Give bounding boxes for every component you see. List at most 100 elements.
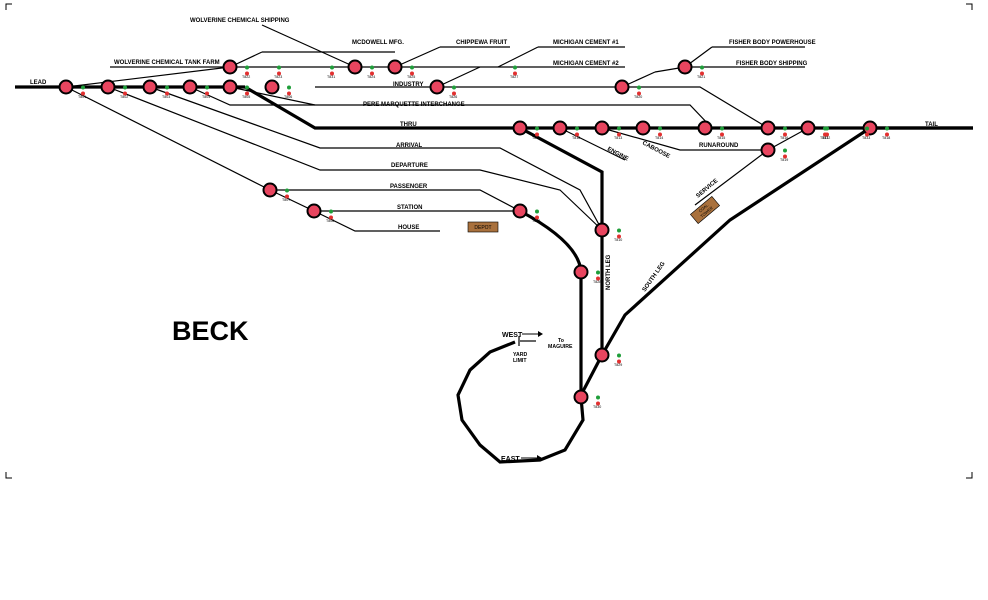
led-red-icon — [277, 71, 281, 76]
turnout-button[interactable] — [222, 79, 238, 95]
turnout-t805[interactable]: T805 — [222, 79, 251, 100]
turnout-button[interactable] — [594, 120, 610, 136]
led-green-icon — [245, 85, 249, 90]
turnout-button[interactable] — [800, 120, 816, 136]
led-green-icon — [865, 126, 869, 131]
turnout-t833[interactable]: T833 — [862, 126, 870, 141]
turnout-t821[interactable]: T821 — [677, 59, 706, 80]
led-green-icon — [658, 126, 662, 131]
turnout-button[interactable] — [512, 120, 528, 136]
label-limit: LIMIT — [513, 358, 527, 364]
label-yard: YARD — [513, 352, 527, 358]
turnout-id: T826 — [449, 95, 457, 99]
turnout-button[interactable] — [100, 79, 116, 95]
turnout-button[interactable] — [182, 79, 198, 95]
turnout-t817[interactable]: T817 — [800, 120, 829, 141]
label-fisher-body-powerhouse: FISHER BODY POWERHOUSE — [729, 40, 816, 46]
label-departure: DEPARTURE — [391, 163, 428, 169]
turnout-t820[interactable]: T820 — [614, 79, 643, 100]
led-red-icon — [205, 91, 209, 96]
turnout-id: T832 — [822, 136, 830, 140]
turnout-button[interactable] — [58, 79, 74, 95]
turnout-t832[interactable]: T832 — [822, 126, 830, 141]
thru-track — [244, 85, 973, 130]
turnout-button[interactable] — [862, 120, 878, 136]
turnout-button[interactable] — [677, 59, 693, 75]
crop-mark-top-left — [5, 3, 12, 10]
turnout-id: T801 — [78, 95, 86, 99]
led-green-icon — [575, 126, 579, 131]
turnout-button[interactable] — [429, 79, 445, 95]
turnout-button[interactable] — [635, 120, 651, 136]
crop-mark-bottom-left — [5, 472, 12, 479]
turnout-button[interactable] — [347, 59, 363, 75]
led-red-icon — [287, 91, 291, 96]
turnout-t811[interactable]: T811 — [512, 120, 540, 141]
turnout-id: T819 — [780, 158, 788, 162]
turnout-button[interactable] — [306, 203, 322, 219]
turnout-id: T833 — [862, 136, 870, 140]
led-red-icon — [825, 132, 829, 137]
led-red-icon — [700, 71, 704, 76]
wolverine-chemical-shipping-track — [261, 24, 356, 68]
turnout-id: T823 — [274, 75, 282, 79]
turnout-t801[interactable]: T801 — [58, 79, 87, 100]
turnout-button[interactable] — [760, 142, 776, 158]
turnout-button[interactable] — [222, 59, 238, 75]
turnout-t825[interactable]: T825 — [387, 59, 416, 80]
led-red-icon — [783, 132, 787, 137]
turnout-button[interactable] — [387, 59, 403, 75]
turnout-t831[interactable]: T831 — [327, 65, 335, 80]
turnout-t818[interactable]: T818 — [862, 120, 891, 141]
turnout-button[interactable] — [573, 389, 589, 405]
turnout-id: T828 — [593, 280, 601, 284]
turnout-id: T822 — [242, 75, 250, 79]
turnout-t827[interactable]: T827 — [510, 65, 518, 80]
turnout-button[interactable] — [760, 120, 776, 136]
turnout-t803[interactable]: T803 — [142, 79, 171, 100]
turnout-t830[interactable]: T830 — [573, 389, 602, 410]
led-red-icon — [783, 154, 787, 159]
turnout-button[interactable] — [594, 347, 610, 363]
turnout-t823[interactable]: T823 — [274, 65, 282, 80]
turnout-button[interactable] — [614, 79, 630, 95]
led-red-icon — [617, 132, 621, 137]
turnout-button[interactable] — [264, 79, 280, 95]
turnout-t812[interactable]: T812 — [552, 120, 581, 141]
turnout-t829[interactable]: T829 — [594, 347, 623, 368]
coal-tower-building — [689, 195, 721, 225]
turnout-t808[interactable]: T808 — [306, 203, 335, 224]
turnout-t813[interactable]: T813 — [594, 120, 623, 141]
turnout-button[interactable] — [573, 264, 589, 280]
led-green-icon — [535, 126, 539, 131]
turnout-t814[interactable]: T814 — [635, 120, 664, 141]
turnout-t809[interactable]: T809 — [512, 203, 541, 224]
turnout-t822[interactable]: T822 — [222, 59, 251, 80]
turnout-button[interactable] — [552, 120, 568, 136]
south-leg-track — [578, 126, 871, 398]
turnout-button[interactable] — [512, 203, 528, 219]
north-leg-track — [519, 126, 604, 355]
turnout-button[interactable] — [697, 120, 713, 136]
turnout-t810[interactable]: T810 — [594, 222, 623, 243]
turnout-t807[interactable]: T807 — [262, 182, 291, 203]
label-west: WEST — [502, 332, 523, 339]
turnout-id: T827 — [510, 75, 518, 79]
turnout-t802[interactable]: T802 — [100, 79, 129, 100]
turnout-t826[interactable]: T826 — [429, 79, 458, 100]
turnout-t828[interactable]: T828 — [573, 264, 602, 285]
turnout-button[interactable] — [594, 222, 610, 238]
turnout-t819[interactable]: T819 — [760, 142, 789, 163]
turnout-t804[interactable]: T804 — [182, 79, 211, 100]
led-green-icon — [123, 85, 127, 90]
led-green-icon — [330, 65, 334, 70]
turnout-button[interactable] — [142, 79, 158, 95]
turnout-t816[interactable]: T816 — [760, 120, 789, 141]
led-green-icon — [277, 65, 281, 70]
turnout-t824[interactable]: T824 — [347, 59, 376, 80]
turnout-t815[interactable]: T815 — [697, 120, 726, 141]
turnout-button[interactable] — [262, 182, 278, 198]
turnout-t806[interactable]: T806 — [264, 79, 293, 100]
turnout-id: T814 — [655, 136, 663, 140]
